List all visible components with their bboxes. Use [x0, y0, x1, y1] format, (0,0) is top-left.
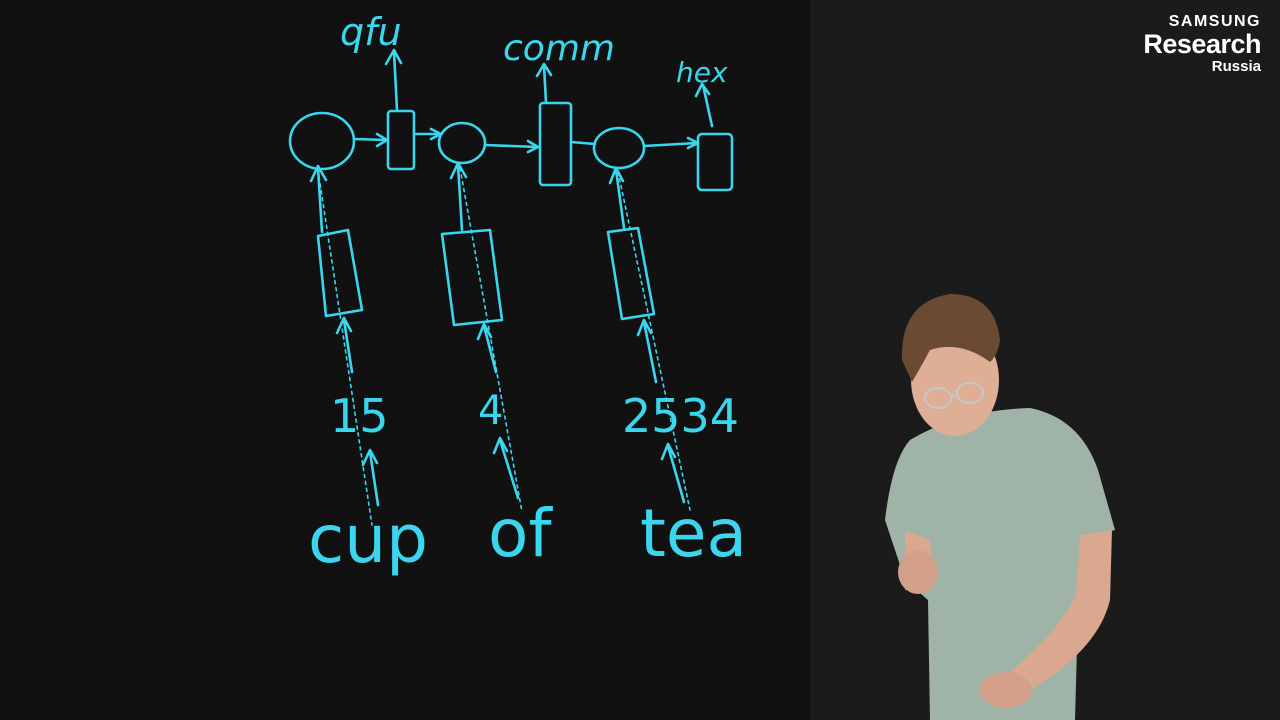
- output-cell-2: [538, 101, 573, 187]
- recurrent-arrow-5: [642, 136, 700, 150]
- embed-arrow-2: [449, 161, 468, 232]
- output-word-1: qfu: [340, 10, 402, 54]
- recurrent-arrow-3: [483, 139, 540, 154]
- guide-line-3: [617, 171, 691, 511]
- logo-lab: Research: [1143, 29, 1261, 59]
- embedding-cell-1: [316, 228, 364, 318]
- hidden-state-2: [437, 121, 487, 165]
- rnn-diagram-drawing: qfu comm hex 15 4: [288, 10, 747, 578]
- token-id-1: 15: [330, 389, 389, 443]
- logo-brand: SAMSUNG: [1168, 13, 1261, 30]
- output-arrow-2: [535, 62, 553, 104]
- presenter-right-arm: [1010, 530, 1112, 690]
- input-word-3: tea: [640, 495, 747, 572]
- id-arrow-1: [335, 316, 354, 374]
- recurrent-arrow-2: [412, 127, 443, 141]
- output-word-2: comm: [503, 28, 615, 69]
- token-id-3: 2534: [622, 389, 739, 443]
- presenter-hair: [901, 294, 1000, 382]
- id-arrow-2: [476, 322, 498, 374]
- recurrent-arrow-4: [569, 140, 597, 146]
- embed-arrow-3: [608, 166, 626, 230]
- presenter-left-hand: [898, 550, 938, 594]
- blackboard: [0, 0, 810, 720]
- output-arrow-3: [694, 82, 714, 128]
- word-arrow-3: [660, 442, 686, 504]
- word-arrow-1: [361, 448, 380, 507]
- token-id-2: 4: [478, 388, 503, 434]
- id-arrow-3: [636, 318, 658, 384]
- embedding-cell-2: [440, 228, 504, 327]
- glasses-icon: [924, 382, 984, 409]
- output-arrow-1: [384, 48, 403, 112]
- guide-line-2: [459, 167, 523, 513]
- logo-region: Russia: [1211, 58, 1261, 75]
- samsung-research-logo: SAMSUNG Research Russia: [1143, 13, 1261, 75]
- word-arrow-2: [492, 436, 520, 500]
- hidden-state-1: [288, 111, 356, 171]
- recurrent-arrow-1: [353, 132, 389, 148]
- embedding-cell-3: [606, 226, 656, 321]
- output-cell-3: [696, 132, 734, 192]
- input-word-1: cup: [308, 501, 428, 578]
- hidden-state-3: [592, 126, 646, 170]
- presenter-right-hand: [980, 672, 1032, 708]
- input-word-2: of: [488, 495, 553, 572]
